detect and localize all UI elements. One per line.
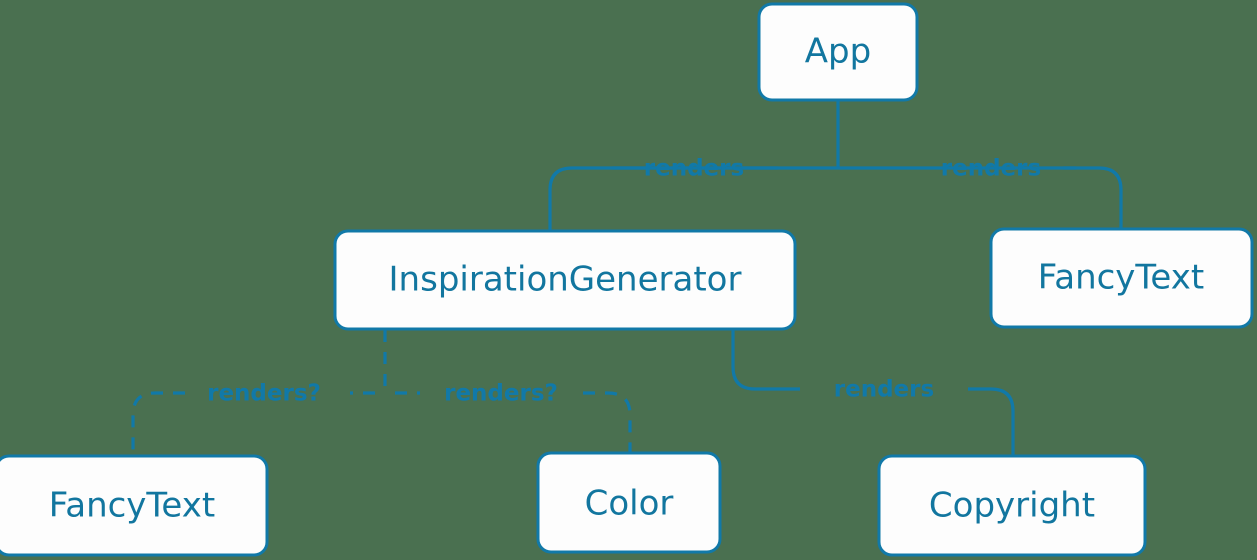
- edge-ig-to-copyright-start: [731, 330, 800, 391]
- node-fancytext-right[interactable]: FancyText: [989, 227, 1254, 329]
- node-app-box[interactable]: [757, 2, 919, 102]
- edge-app-to-fancytext-right: [1063, 166, 1123, 228]
- node-inspiration-generator[interactable]: InspirationGenerator: [333, 229, 797, 331]
- node-copyright-box[interactable]: [877, 454, 1147, 557]
- node-color-label: Color: [585, 484, 674, 524]
- node-fancytext-right-box[interactable]: [989, 227, 1254, 329]
- edge-label-app-to-fancytext-right: renders: [941, 156, 1041, 182]
- edge-label-app-to-inspiration-generator: renders: [644, 156, 744, 182]
- node-inspiration-generator-box[interactable]: [333, 229, 797, 331]
- edge-label-group: renders renders renders? renders? render…: [207, 156, 1041, 407]
- node-app-label: App: [805, 32, 871, 72]
- node-fancytext-right-label: FancyText: [1038, 258, 1204, 298]
- node-app[interactable]: App: [757, 2, 919, 102]
- node-color-box[interactable]: [536, 451, 722, 554]
- node-copyright[interactable]: Copyright: [877, 454, 1147, 557]
- node-color[interactable]: Color: [536, 451, 722, 554]
- edge-ig-to-color: [583, 391, 632, 452]
- edge-label-ig-to-copyright: renders: [834, 377, 934, 403]
- edge-ig-to-fancytext-bottom: [131, 391, 185, 455]
- edge-ig-to-copyright-end: [968, 387, 1015, 455]
- node-inspiration-generator-label: InspirationGenerator: [389, 260, 742, 300]
- node-copyright-label: Copyright: [929, 486, 1095, 526]
- edge-label-ig-to-fancytext-bottom: renders?: [207, 381, 321, 407]
- edge-app-to-inspiration-generator: [548, 166, 778, 230]
- node-fancytext-bottom-box[interactable]: [0, 454, 269, 557]
- edge-label-ig-to-color: renders?: [444, 381, 558, 407]
- node-fancytext-bottom[interactable]: FancyText: [0, 454, 269, 557]
- node-fancytext-bottom-label: FancyText: [49, 486, 215, 526]
- edge-group: [131, 100, 1123, 455]
